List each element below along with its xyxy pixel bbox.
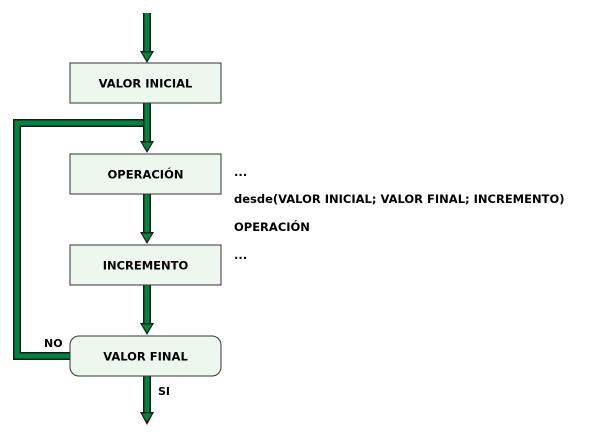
pseudocode-block: ... desde(VALOR INICIAL; VALOR FINAL; IN…	[234, 165, 565, 262]
no-branch-label: NO	[44, 337, 63, 350]
si-branch-label: SI	[158, 385, 170, 398]
incremento-box	[69, 244, 222, 286]
valor-inicial-label: VALOR INICIAL	[99, 77, 193, 91]
code-line-desde: desde(VALOR INICIAL; VALOR FINAL; INCREM…	[234, 192, 565, 206]
incremento-to-final-connector	[140, 285, 154, 335]
connectors	[13, 13, 154, 425]
incremento-label: INCREMENTO	[103, 259, 189, 273]
valor-inicial-box	[69, 62, 222, 104]
code-line-ellipsis-top: ...	[234, 165, 247, 179]
boxes: VALOR INICIAL OPERACIÓN INCREMENTO VALOR…	[69, 62, 222, 377]
valor-final-box	[69, 335, 222, 377]
exit-connector	[140, 376, 154, 425]
valor-final-label: VALOR FINAL	[103, 350, 188, 364]
operacion-box	[69, 153, 222, 195]
entry-connector	[140, 13, 154, 63]
operacion-label: OPERACIÓN	[108, 167, 184, 182]
inicial-to-operacion-connector	[140, 103, 154, 153]
operacion-to-incremento-connector	[140, 194, 154, 244]
loop-back-connector	[13, 119, 151, 360]
code-line-operacion: OPERACIÓN	[234, 219, 310, 234]
code-line-ellipsis-bottom: ...	[234, 248, 247, 262]
